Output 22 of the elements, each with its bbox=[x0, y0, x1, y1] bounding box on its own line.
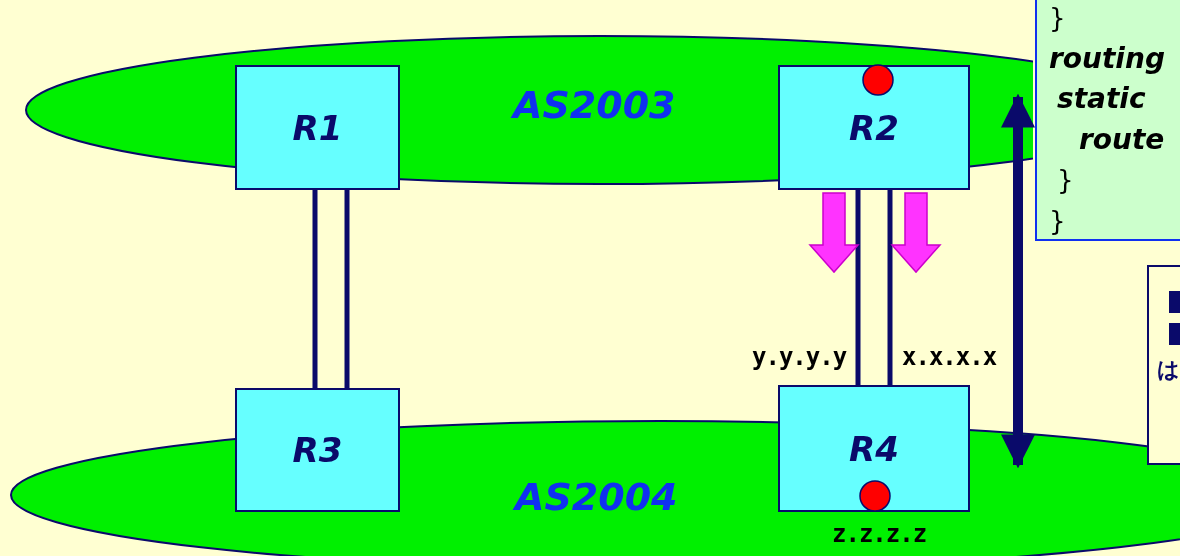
double-arrow bbox=[1001, 93, 1035, 469]
link-line bbox=[887, 190, 893, 385]
address-label: y.y.y.y bbox=[752, 343, 847, 371]
code-line: } bbox=[1049, 2, 1066, 35]
code-line: } bbox=[1049, 204, 1066, 238]
address-label: x.x.x.x bbox=[902, 343, 997, 371]
link-line bbox=[344, 190, 350, 388]
link-line bbox=[855, 190, 861, 385]
router-label: R4 bbox=[849, 428, 899, 469]
code-line: } bbox=[1057, 164, 1074, 198]
router-box bbox=[778, 385, 970, 512]
config-code-box bbox=[1035, 0, 1180, 241]
code-line: static bbox=[1057, 81, 1146, 118]
code-line: route bbox=[1079, 121, 1165, 158]
link-line bbox=[312, 190, 318, 388]
router-label: R3 bbox=[292, 430, 343, 470]
note-text: は bbox=[1157, 356, 1179, 384]
router-box bbox=[235, 388, 400, 512]
router-label: R1 bbox=[292, 107, 343, 148]
code-line: routing bbox=[1049, 40, 1165, 77]
router-label: R2 bbox=[849, 107, 899, 148]
address-label: z.z.z.z bbox=[832, 520, 927, 548]
